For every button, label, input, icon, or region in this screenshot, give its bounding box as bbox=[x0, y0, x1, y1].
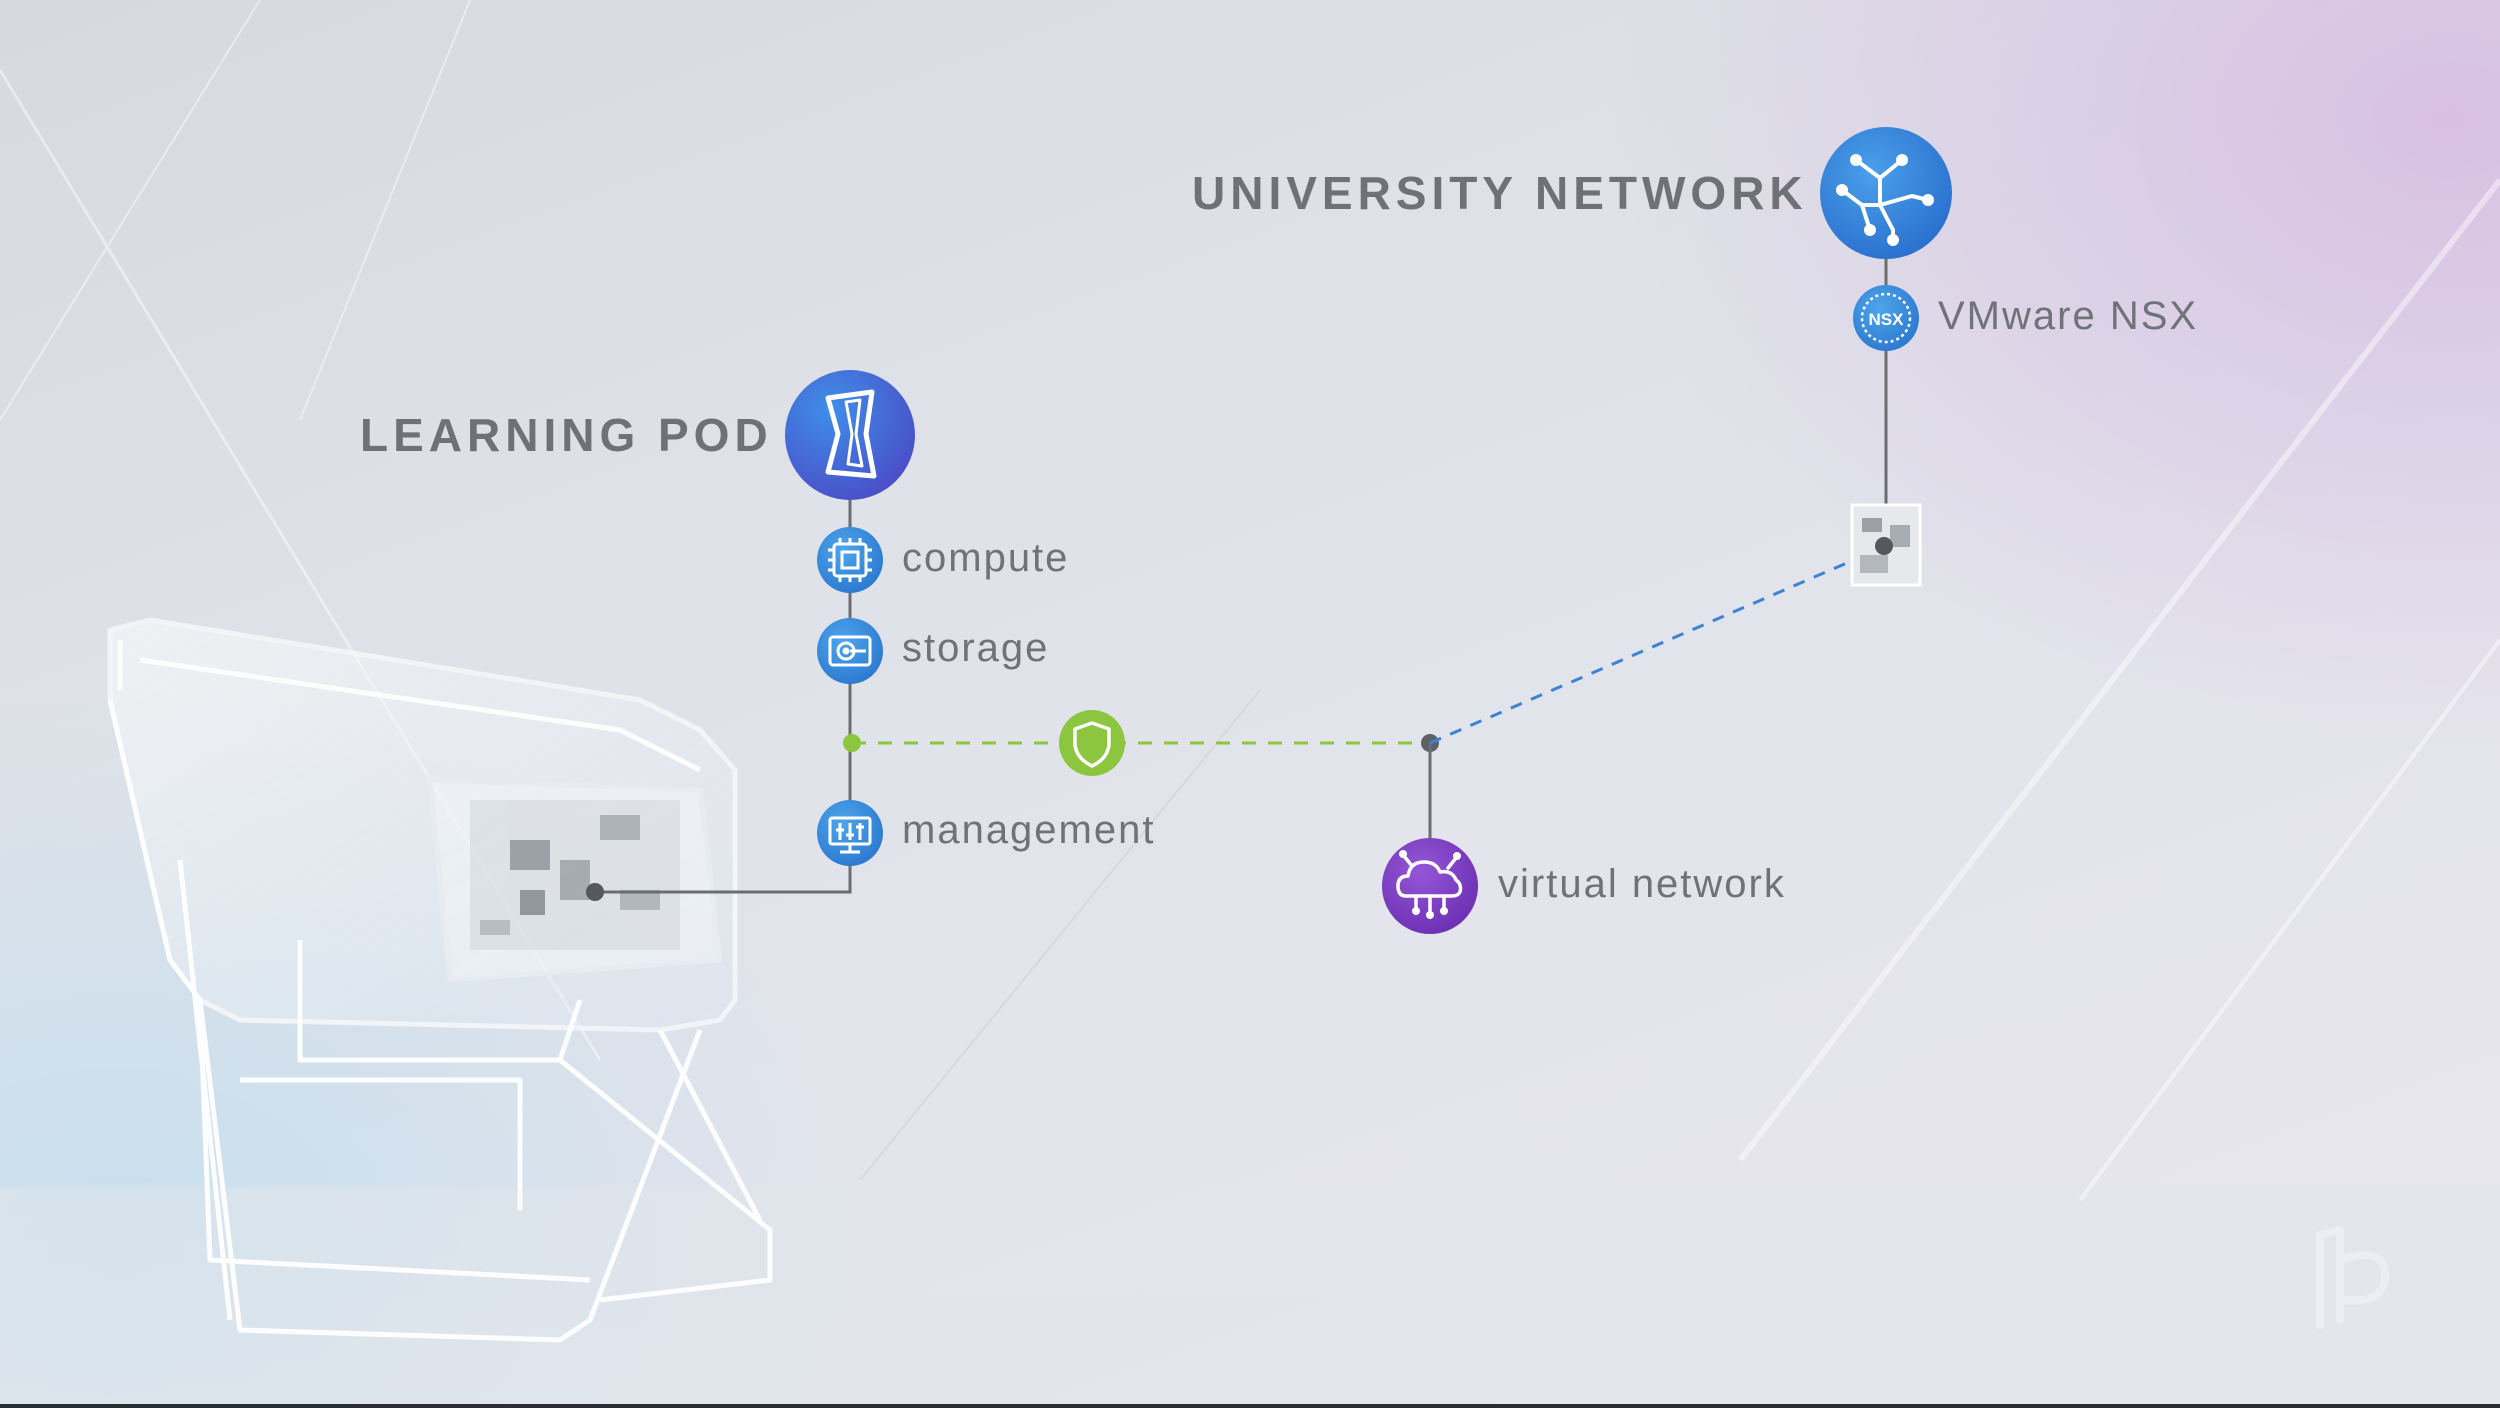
cpu-chip-icon bbox=[828, 538, 872, 582]
learning-pod-node[interactable] bbox=[785, 370, 915, 500]
management-label: management bbox=[902, 808, 1156, 852]
learning-pod-title: LEARNING POD bbox=[360, 409, 773, 461]
connection-lines bbox=[586, 240, 1888, 901]
storage-label: storage bbox=[902, 626, 1050, 670]
management-node[interactable] bbox=[817, 800, 883, 866]
virtual-network-node[interactable] bbox=[1382, 838, 1478, 934]
learning-pod-icon bbox=[825, 389, 877, 479]
management-link-line bbox=[595, 890, 852, 894]
compute-label: compute bbox=[902, 536, 1070, 580]
cloud-network-icon bbox=[1396, 854, 1463, 914]
nsx-badge-text: NSX bbox=[1869, 310, 1905, 329]
university-network-node[interactable] bbox=[1820, 127, 1952, 259]
virtual-network-label: virtual network bbox=[1498, 862, 1786, 906]
watermark-logo-icon bbox=[2316, 1226, 2389, 1329]
university-server bbox=[1850, 503, 1922, 587]
university-network-title: UNIVERSITY NETWORK bbox=[1192, 167, 1808, 219]
secure-link-start-node bbox=[843, 734, 861, 752]
vmware-nsx-node[interactable]: NSX bbox=[1853, 285, 1919, 351]
circuit-board-panel bbox=[470, 800, 680, 950]
nsx-icon bbox=[1860, 292, 1912, 344]
learning-pod-illustration bbox=[107, 617, 773, 1343]
university-link-line bbox=[1429, 551, 1871, 745]
vmware-nsx-label: VMware NSX bbox=[1938, 294, 2199, 338]
storage-node[interactable] bbox=[817, 618, 883, 684]
pod-board-node bbox=[586, 883, 604, 901]
compute-node[interactable] bbox=[817, 527, 883, 593]
shield-icon bbox=[1073, 721, 1111, 768]
hard-drive-icon bbox=[828, 635, 872, 667]
control-panel-icon bbox=[828, 816, 872, 854]
bottom-bar bbox=[0, 1404, 2500, 1408]
firewall-node[interactable] bbox=[1059, 710, 1125, 776]
